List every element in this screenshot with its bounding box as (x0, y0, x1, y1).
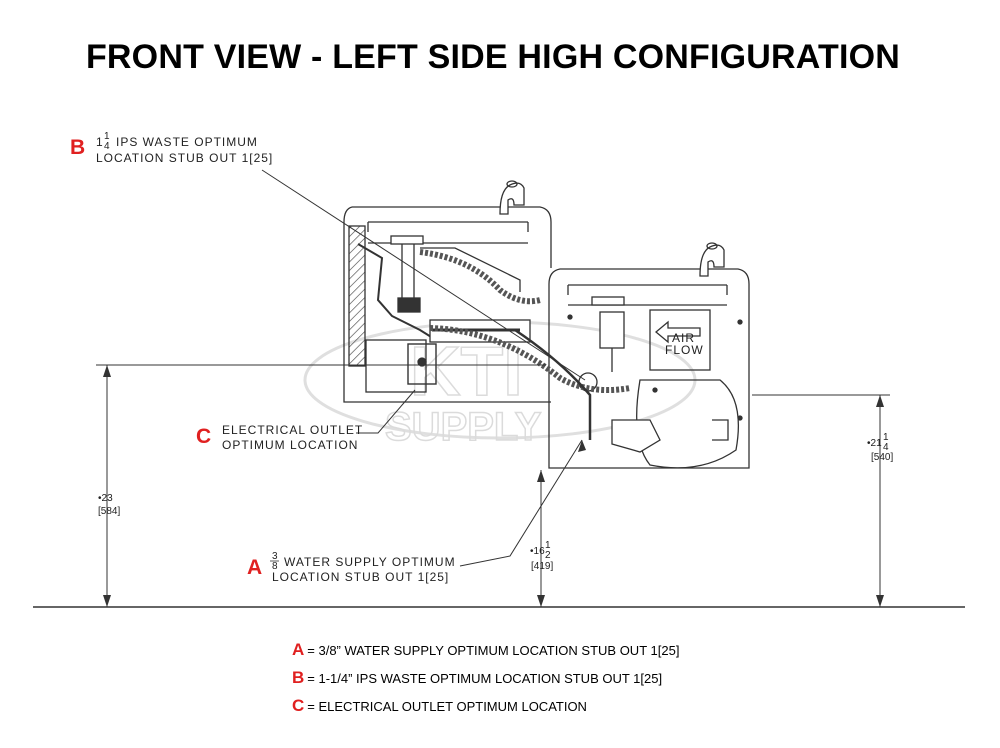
legend-text-c: = ELECTRICAL OUTLET OPTIMUM LOCATION (307, 699, 587, 714)
dim-left-line1: •23 (98, 493, 113, 504)
callout-c-line1: ELECTRICAL OUTLET (222, 423, 363, 437)
dim-left-line2: [584] (98, 506, 120, 517)
callout-b: B 1 1 4 IPS WASTE OPTIMUM LOCATION STUB … (70, 131, 273, 165)
callout-a: A 3 8 WATER SUPPLY OPTIMUM LOCATION STUB… (247, 551, 456, 584)
callout-a-letter: A (247, 556, 262, 579)
dim-right-line2: [540] (871, 452, 893, 463)
leader-lines (261, 169, 586, 567)
dim-right-pre: •21 (867, 438, 882, 449)
high-unit (343, 180, 552, 403)
watermark-line2: SUPPLY (385, 405, 542, 449)
low-unit (429, 242, 750, 469)
callout-a-frac-den: 8 (272, 561, 278, 572)
callout-c-letter: C (196, 425, 211, 448)
legend-row-b: B = 1-1/4” IPS WASTE OPTIMUM LOCATION ST… (292, 669, 679, 697)
dim-mid-pre: •16 (530, 546, 545, 557)
dim-mid-frac-den: 2 (545, 550, 551, 561)
legend: A = 3/8” WATER SUPPLY OPTIMUM LOCATION S… (292, 641, 679, 725)
page-title: FRONT VIEW - LEFT SIDE HIGH CONFIGURATIO… (85, 38, 901, 76)
air-flow-label-2: FLOW (665, 343, 704, 357)
callout-b-frac-num: 1 (104, 131, 110, 142)
legend-letter-c: C (292, 696, 305, 715)
callout-b-frac-den: 4 (104, 141, 110, 152)
callout-b-letter: B (70, 136, 85, 159)
dim-right-frac-num: 1 (883, 432, 889, 443)
leader-c (356, 389, 416, 434)
legend-text-a: = 3/8” WATER SUPPLY OPTIMUM LOCATION STU… (307, 643, 680, 658)
callout-a-frac-num: 3 (272, 551, 278, 562)
callout-b-pre: 1 (96, 135, 104, 149)
callout-a-line2: LOCATION STUB OUT 1[25] (272, 570, 449, 584)
legend-row-a: A = 3/8” WATER SUPPLY OPTIMUM LOCATION S… (292, 641, 679, 669)
air-flow-label-1: AIR (672, 331, 695, 345)
dimension-lines (96, 364, 890, 607)
legend-letter-b: B (292, 668, 305, 687)
callout-a-line1: WATER SUPPLY OPTIMUM (284, 555, 456, 569)
callout-b-line2: LOCATION STUB OUT 1[25] (96, 151, 273, 165)
callout-c-line2: OPTIMUM LOCATION (222, 438, 358, 452)
dim-mid-frac-num: 1 (545, 540, 551, 551)
leader-a (459, 439, 583, 567)
dim-right-frac-den: 4 (883, 442, 889, 453)
legend-text-b: = 1-1/4” IPS WASTE OPTIMUM LOCATION STUB… (307, 671, 663, 686)
legend-row-c: C = ELECTRICAL OUTLET OPTIMUM LOCATION (292, 697, 679, 725)
legend-letter-a: A (292, 640, 305, 659)
leader-b (261, 169, 586, 381)
dim-mid-line2: [419] (531, 561, 553, 572)
callout-c: C ELECTRICAL OUTLET OPTIMUM LOCATION (196, 423, 363, 452)
callout-b-line1: IPS WASTE OPTIMUM (116, 135, 258, 149)
